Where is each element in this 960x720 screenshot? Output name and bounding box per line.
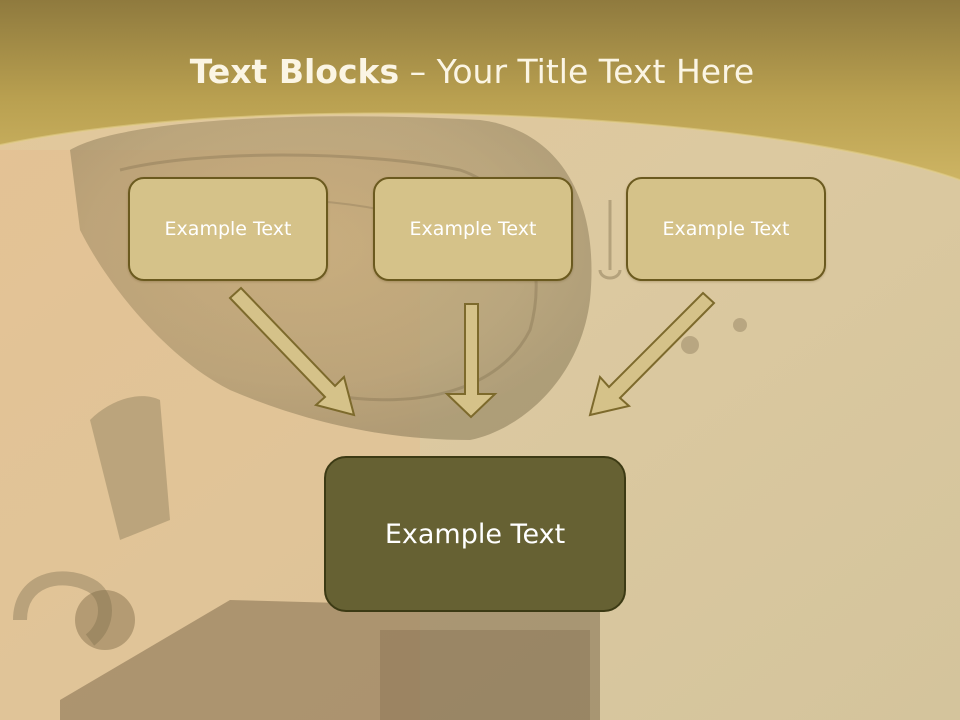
text-block-main[interactable]: Example Text <box>324 456 626 612</box>
arrow-right <box>588 291 716 417</box>
slide-title: Text Blocks – Your Title Text Here <box>0 52 944 91</box>
text-block-center[interactable]: Example Text <box>373 177 573 281</box>
arrow-center <box>444 303 498 419</box>
title-bold-text: Text Blocks <box>189 52 400 91</box>
text-block-left[interactable]: Example Text <box>128 177 328 281</box>
text-block-right[interactable]: Example Text <box>626 177 826 281</box>
arrow-left <box>228 286 356 417</box>
title-rest-text: – Your Title Text Here <box>399 52 755 91</box>
